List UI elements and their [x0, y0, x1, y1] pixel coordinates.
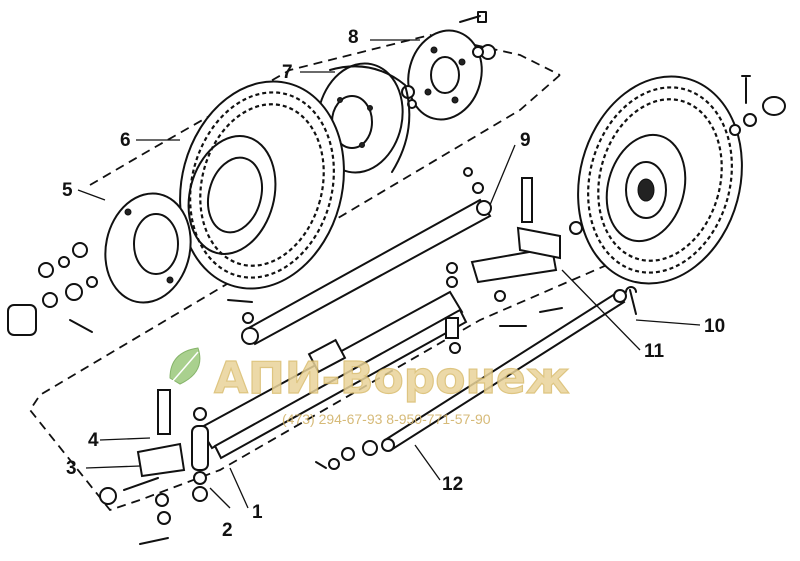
- bracket-part-11: [463, 167, 563, 327]
- callout-7: 7: [282, 62, 293, 83]
- callout-5: 5: [62, 180, 73, 201]
- callout-10: 10: [704, 316, 725, 337]
- assembly-dashed-outline: [28, 74, 641, 512]
- leader-lines: [77, 39, 701, 509]
- small-parts-near-12: [315, 440, 378, 470]
- assembly-dashed-outline-top: [89, 34, 561, 186]
- watermark-title: АПИ-Воронеж: [214, 353, 570, 404]
- left-fasteners: [7, 242, 98, 336]
- left-pivot-parts-2-3-4: [99, 389, 209, 545]
- watermark-phones: (473) 294-67-93 8-950-771-57-90: [282, 411, 491, 427]
- callout-8: 8: [348, 27, 359, 48]
- callout-1: 1: [252, 502, 263, 523]
- callout-6: 6: [120, 130, 131, 151]
- upper-bar-part-9: [241, 198, 492, 346]
- center-fasteners: [227, 262, 461, 354]
- callout-11: 11: [644, 341, 665, 362]
- lower-bar-part-12: [381, 289, 627, 452]
- callout-2: 2: [222, 520, 233, 541]
- callout-12: 12: [442, 474, 463, 495]
- callout-3: 3: [66, 458, 77, 479]
- tire-part-6: [179, 80, 345, 290]
- hub-plate-part-8: [401, 11, 496, 121]
- callout-9: 9: [520, 130, 531, 151]
- rim-half-part-5: [104, 192, 192, 304]
- right-wheel-assembly: [569, 75, 786, 315]
- leaf-logo-icon: [169, 347, 201, 385]
- watermark: АПИ-Воронеж (473) 294-67-93 8-950-771-57…: [169, 347, 570, 427]
- callout-4: 4: [88, 430, 99, 451]
